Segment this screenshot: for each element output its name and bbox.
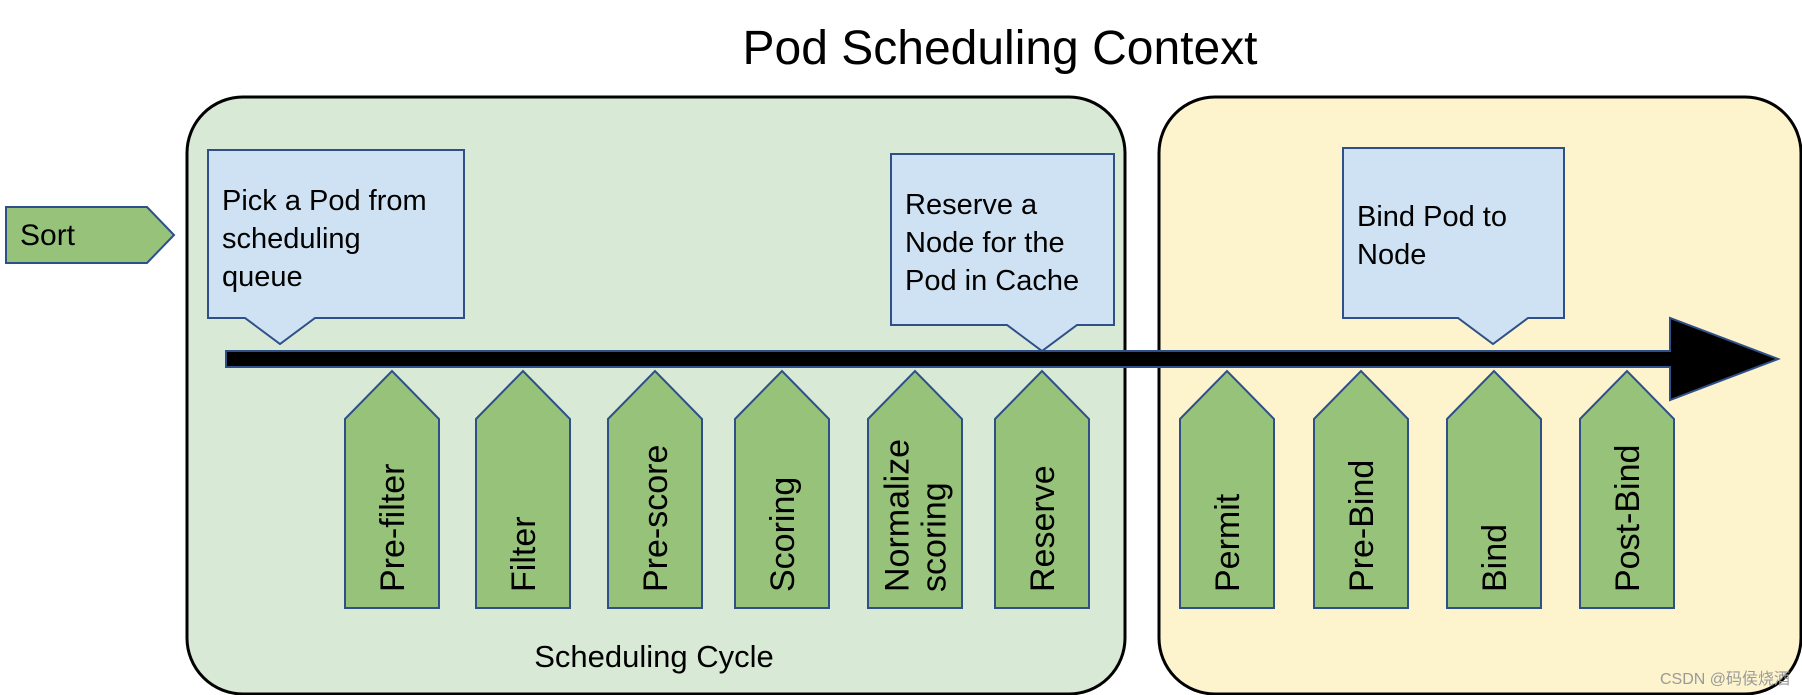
stage-label: Permit [1209, 493, 1247, 592]
stage-label-line: Pre-score [637, 445, 675, 592]
stage-label-line: Permit [1209, 493, 1247, 592]
binding-stage-0: Permit [1179, 369, 1275, 609]
stage-shape [994, 369, 1090, 609]
stage-label-line: Pre-filter [374, 464, 412, 592]
stage-shape [1179, 369, 1275, 609]
stage-shape [1446, 369, 1542, 609]
stage-label-line: Post-Bind [1609, 445, 1647, 592]
diagram-title: Pod Scheduling Context [742, 22, 1257, 75]
stage-label: Scoring [764, 477, 802, 592]
stage-shape [1579, 369, 1675, 609]
binding-stage-1: Pre-Bind [1313, 369, 1409, 609]
callout-line: Node for the [905, 227, 1065, 259]
stage-shape [867, 369, 963, 609]
callout-line: Bind Pod to [1357, 201, 1507, 233]
callout-pick-pod: Pick a Pod from scheduling queue [207, 149, 465, 346]
stage-label: Post-Bind [1609, 445, 1647, 592]
scheduling-stage-3: Scoring [734, 369, 830, 609]
timeline-arrow [225, 316, 1781, 402]
stage-label-line: scoring [916, 482, 954, 592]
stage-shape [1313, 369, 1409, 609]
watermark: CSDN @码侯烧酒 [1659, 671, 1790, 688]
stage-shape [344, 369, 440, 609]
stage-shape [475, 369, 571, 609]
stage-label-line: Filter [505, 516, 543, 592]
stage-label: Normalizescoring [879, 439, 954, 592]
sort-label: Sort [20, 219, 76, 252]
stage-shape [607, 369, 703, 609]
callout-bind-text: Bind Pod to Node [1357, 201, 1507, 271]
callout-line: Node [1357, 239, 1426, 271]
callout-line: Reserve a [905, 189, 1038, 221]
stage-label: Filter [505, 516, 543, 592]
callout-bind-pod: Bind Pod to Node [1342, 147, 1565, 346]
stage-label-line: Scoring [764, 477, 802, 592]
stage-label-line: Bind [1476, 524, 1514, 592]
callout-line: scheduling [222, 223, 361, 255]
stage-label-line: Reserve [1024, 465, 1062, 592]
binding-stage-3: Post-Bind [1579, 369, 1675, 609]
callout-line: Pick a Pod from [222, 185, 427, 217]
scheduling-stage-5: Reserve [994, 369, 1090, 609]
scheduling-cycle-label: Scheduling Cycle [534, 639, 774, 674]
stage-shape [734, 369, 830, 609]
stage-label: Pre-filter [374, 464, 412, 592]
stage-label: Reserve [1024, 465, 1062, 592]
scheduling-stage-4: Normalizescoring [867, 369, 963, 609]
scheduling-stage-2: Pre-score [607, 369, 703, 609]
stage-label: Pre-Bind [1343, 460, 1381, 592]
stage-label-line: Normalize [879, 439, 917, 592]
binding-stage-2: Bind [1446, 369, 1542, 609]
scheduling-stage-0: Pre-filter [344, 369, 440, 609]
stages-group: Pre-filter Filter Pre-score Scoring Normaliz… [344, 369, 1675, 609]
stage-label: Bind [1476, 524, 1514, 592]
stage-label-line: Pre-Bind [1343, 460, 1381, 592]
stage-label: Pre-score [637, 445, 675, 592]
sort-shape [5, 206, 176, 264]
scheduling-stage-1: Filter [475, 369, 571, 609]
callout-pick-text: Pick a Pod from scheduling queue [222, 185, 427, 293]
callout-line: Pod in Cache [905, 265, 1079, 297]
callout-line: queue [222, 261, 303, 293]
